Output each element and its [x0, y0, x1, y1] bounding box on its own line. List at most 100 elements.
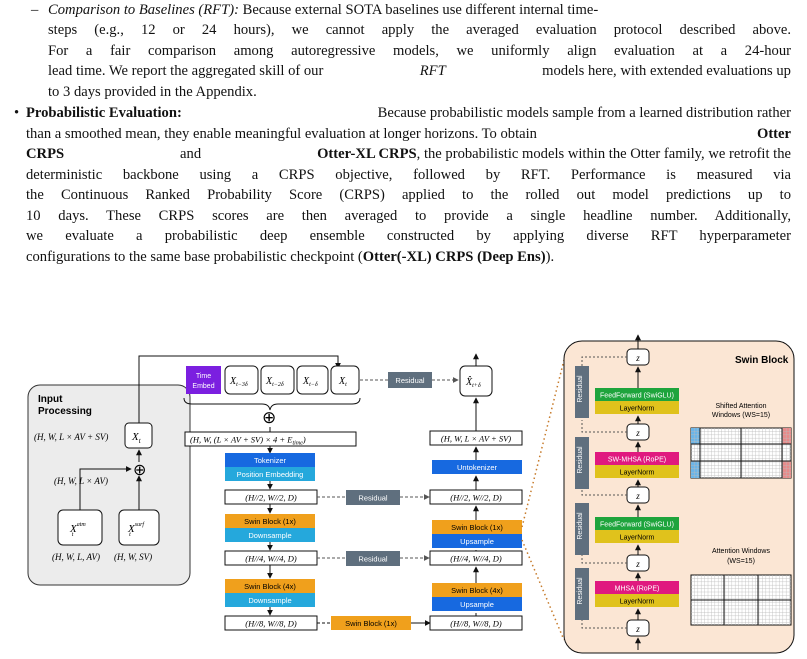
time-embed-box — [186, 366, 221, 394]
svg-text:X̂t+δ: X̂t+δ — [465, 375, 481, 389]
svg-text:Swin Block (1x): Swin Block (1x) — [244, 517, 296, 526]
x-out-box — [459, 365, 493, 397]
svg-text:MHSA (RoPE): MHSA (RoPE) — [615, 586, 660, 593]
input-title-1: Input — [38, 394, 63, 405]
z-node-top: z — [626, 348, 650, 366]
b2-line-6: 10 days. These CRPS scores are then aver… — [26, 207, 791, 224]
layernorm-4 — [595, 594, 679, 607]
svg-text:Time: Time — [196, 373, 211, 380]
svg-text:Position Embedding: Position Embedding — [237, 470, 304, 479]
shape-xt-label: (H, W, L × AV + SV) — [34, 432, 108, 442]
svg-text:Xt−δ: Xt−δ — [302, 376, 318, 388]
swin-4x-dec — [432, 583, 522, 597]
shifted-window-grid — [690, 427, 792, 479]
ff-swiglu-2 — [595, 517, 679, 530]
svg-text:(H//8, W//8, D): (H//8, W//8, D) — [450, 619, 502, 629]
x-surf-box — [118, 509, 160, 546]
svg-text:z: z — [635, 353, 640, 363]
svg-text:Upsample: Upsample — [460, 537, 494, 546]
z-node-4: z — [626, 554, 650, 572]
svg-text:Residual: Residual — [395, 376, 425, 385]
svg-text:FeedForward (SwiGLU): FeedForward (SwiGLU) — [600, 522, 674, 529]
b2-line-8: configurations to the same base probabil… — [26, 248, 555, 265]
swin-residual-4: Residual — [575, 568, 589, 620]
svg-text:Residual: Residual — [577, 446, 584, 474]
b1-line-2: steps (e.g., 12 or 24 hours), we cannot … — [48, 22, 791, 38]
svg-text:LayerNorm: LayerNorm — [620, 599, 655, 606]
concat-plus-icon: ⊕ — [262, 408, 276, 427]
svg-text:z: z — [635, 559, 640, 569]
z-node-bottom: z — [626, 619, 650, 637]
b2-line-4: deterministic backbone using a CRPS obje… — [26, 166, 791, 183]
shifted-windows-label-1: Shifted Attention — [716, 403, 767, 410]
layernorm-3 — [595, 530, 679, 543]
svg-text:(H, W, L × AV + SV): (H, W, L × AV + SV) — [441, 434, 511, 444]
b2-line-5: the Continuous Ranked Probability Score … — [26, 187, 791, 203]
attn-windows-label-2: (WS=15) — [727, 558, 755, 565]
ff-swiglu-1 — [595, 388, 679, 401]
dot-bullet: • — [14, 105, 20, 121]
svg-text:(H//2, W//2, D): (H//2, W//2, D) — [450, 493, 502, 503]
svg-text:(H, W, (L × AV + SV) × 4 + Eti: (H, W, (L × AV + SV) × 4 + Etime) — [190, 435, 306, 447]
b2-line-2: than a smoothed mean, they enable meanin… — [26, 125, 791, 142]
svg-text:Downsample: Downsample — [248, 596, 291, 605]
swin-1x-enc — [225, 514, 315, 528]
x-td-box — [296, 365, 329, 395]
swin-4x-enc — [225, 579, 315, 593]
z-node-2: z — [626, 423, 650, 441]
untokenizer-box — [432, 460, 522, 474]
svg-text:Residual: Residual — [577, 577, 584, 605]
shape-surf-label: (H, W, SV) — [114, 552, 152, 562]
swin-residual-1: Residual — [575, 366, 589, 418]
svg-text:z: z — [635, 428, 640, 438]
upsample-2 — [432, 597, 522, 611]
svg-text:z: z — [635, 624, 640, 634]
b1-title: Comparison to Baselines (RFT): — [48, 2, 239, 18]
b1-line-1: Comparison to Baselines (RFT): Because e… — [48, 2, 599, 18]
swin-residual-3: Residual — [575, 503, 589, 555]
svg-text:Swin Block (1x): Swin Block (1x) — [451, 523, 503, 532]
x-t3d-box — [224, 365, 259, 395]
layernorm-1 — [595, 401, 679, 414]
upsample-1 — [432, 534, 522, 548]
svg-text:(H//8, W//8, D): (H//8, W//8, D) — [245, 619, 297, 629]
downsample-2 — [225, 593, 315, 607]
residual-h4 — [346, 551, 400, 566]
svg-text:LayerNorm: LayerNorm — [620, 406, 655, 413]
z-node-3: z — [626, 486, 650, 504]
shifted-windows-label-2: Windows (WS=15) — [712, 412, 770, 419]
swin-1x-dec — [432, 520, 522, 534]
svg-text:Residual: Residual — [358, 555, 388, 564]
mhsa-box — [595, 581, 679, 594]
svg-text:Untokenizer: Untokenizer — [457, 463, 498, 472]
svg-text:FeedForward (SwiGLU): FeedForward (SwiGLU) — [600, 393, 674, 400]
swin-1x-bottleneck — [331, 616, 411, 630]
attention-window-grid — [690, 574, 792, 626]
sw-mhsa-box — [595, 452, 679, 465]
svg-text:Swin Block (1x): Swin Block (1x) — [345, 619, 397, 628]
layernorm-2 — [595, 465, 679, 478]
svg-text:LayerNorm: LayerNorm — [620, 470, 655, 477]
svg-text:LayerNorm: LayerNorm — [620, 535, 655, 542]
svg-text:Xt−2δ: Xt−2δ — [265, 376, 284, 388]
b2-line-7: we evaluate a probabilistic deep ensembl… — [26, 228, 791, 244]
svg-text:SW-MHSA (RoPE): SW-MHSA (RoPE) — [608, 457, 666, 464]
downsample-1 — [225, 528, 315, 542]
x-atm-box — [57, 509, 103, 546]
svg-text:Residual: Residual — [358, 494, 388, 503]
b1-line-3: For a fair comparison among autoregressi… — [48, 42, 791, 59]
shape-lav-label: (H, W, L × AV) — [54, 476, 108, 486]
input-title-2: Processing — [38, 406, 92, 417]
svg-text:Residual: Residual — [577, 512, 584, 540]
swin-block-title: Swin Block — [735, 355, 789, 366]
x-t-box — [330, 365, 360, 395]
b2-title: Probabilistic Evaluation: — [26, 105, 182, 121]
history-brace — [183, 397, 361, 411]
b1-line-5: to 3 days provided in the Appendix. — [48, 83, 257, 100]
svg-text:Xt: Xt — [338, 376, 347, 388]
shape-out-box — [429, 430, 523, 446]
svg-text:(H//4, W//4, D): (H//4, W//4, D) — [245, 554, 297, 564]
